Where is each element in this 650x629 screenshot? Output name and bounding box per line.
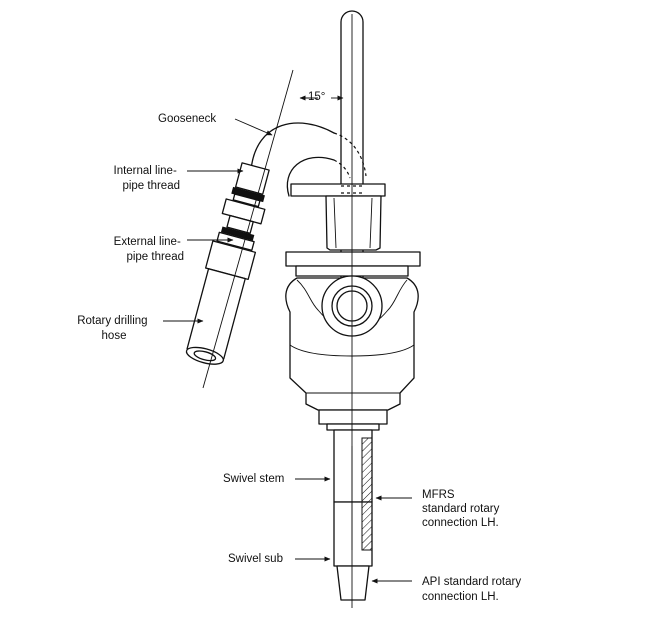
external-thread-line-1: External line- [114,236,181,248]
swivel-bonnet [325,195,382,251]
internal-thread-line-2: pipe thread [122,180,180,192]
hose-line-2: hose [102,330,127,342]
api-label: API standard rotary connection LH. [422,576,524,603]
swivel-body [285,275,419,431]
swivel-sub-label: Swivel sub [228,553,283,565]
gooseneck-flange [290,183,386,197]
mfrs-line-3: connection LH. [422,517,499,529]
swivel-stem-label: Swivel stem [223,473,284,485]
leader-lines [163,118,412,584]
api-line-1: API standard rotary [422,576,521,588]
hose-label: Rotary drilling hose [77,315,151,342]
external-thread-label: External line- pipe thread [114,236,184,263]
gooseneck-label: Gooseneck [158,113,216,125]
mfrs-line-2: standard rotary [422,503,500,515]
internal-thread-line-1: Internal line- [114,165,177,177]
body-top-flange [285,251,421,277]
external-thread-line-2: pipe thread [126,251,184,263]
gooseneck-tube [250,122,367,197]
internal-thread-label: Internal line- pipe thread [114,165,181,192]
inclined-centerline [202,69,294,389]
mfrs-line-1: MFRS [422,489,455,501]
mfrs-label: MFRS standard rotary connection LH. [422,489,503,529]
hose-line-1: Rotary drilling [77,315,147,327]
swivel-stem [333,429,373,551]
angle-label: 15° [308,91,325,103]
hose-assembly [185,162,270,365]
api-line-2: connection LH. [422,591,499,603]
